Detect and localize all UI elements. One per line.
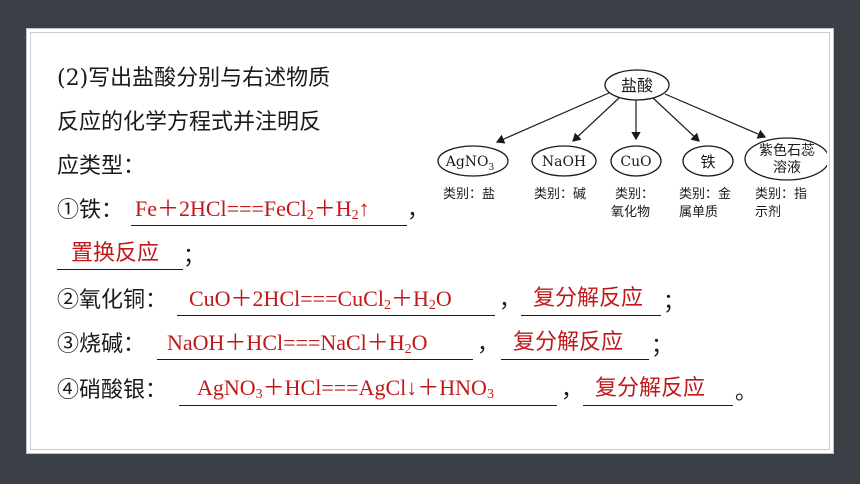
agno3-type-blank — [583, 405, 733, 406]
iron-type-blank — [57, 269, 183, 270]
naoh-type-blank — [501, 359, 649, 360]
agno3-equation: AgNO3＋HCl===AgCl↓＋HNO3 — [197, 375, 494, 402]
cuo-equation-blank — [177, 315, 495, 316]
node-iron — [682, 145, 734, 177]
iron-equation-blank — [131, 225, 407, 226]
category-cuo-line2: 氧化物 — [611, 205, 650, 220]
category-cuo-line1: 类别： — [615, 187, 654, 202]
iron-prefix: ①铁： — [57, 198, 124, 223]
arrow-to-iron — [652, 97, 700, 142]
category-iron-line2: 属单质 — [679, 205, 718, 220]
category-agno3: 类别：盐 — [443, 187, 495, 202]
cuo-end: ； — [663, 290, 686, 315]
cuo-equation: CuO＋2HCl===CuCl2＋H2O — [189, 286, 452, 313]
agno3-equation-blank — [179, 405, 557, 406]
iron-comma: ， — [407, 198, 430, 223]
agno3-end: 。 — [735, 380, 758, 405]
agno3-comma: ， — [561, 378, 584, 403]
cuo-type-blank — [521, 315, 661, 316]
category-litmus-line2: 示剂 — [755, 205, 781, 220]
node-agno3 — [437, 145, 509, 177]
agno3-prefix: ④硝酸银： — [57, 378, 168, 403]
center-node-label: 盐酸 — [621, 76, 653, 95]
category-naoh: 类别：碱 — [534, 187, 586, 202]
cuo-reaction-type: 复分解反应 — [533, 285, 644, 310]
center-node-ellipse — [604, 69, 670, 101]
node-naoh-label: NaOH — [542, 154, 586, 170]
category-iron-line1: 类别：金 — [679, 186, 731, 202]
node-cuo-label: CuO — [620, 154, 651, 170]
slide: (2)写出盐酸分别与右述物质 反应的化学方程式并注明反 应类型： 盐酸 AgNO… — [26, 28, 834, 454]
arrow-to-naoh — [572, 97, 620, 142]
question-line-2: 反应的化学方程式并注明反 — [57, 110, 322, 135]
naoh-reaction-type: 复分解反应 — [513, 329, 624, 354]
category-litmus-line1: 类别：指 — [755, 187, 807, 202]
node-litmus-label-line1: 紫色石蕊 — [759, 142, 815, 159]
question-line-3: 应类型： — [57, 154, 146, 179]
arrow-to-agno3 — [495, 92, 610, 144]
iron-end: ； — [183, 244, 206, 269]
naoh-equation: NaOH＋HCl===NaCl＋H2O — [167, 330, 428, 357]
node-iron-label: 铁 — [700, 153, 715, 171]
iron-reaction-type: 置换反应 — [71, 240, 160, 265]
reaction-diagram: 盐酸 AgNO3 NaOH CuO 铁 紫色石蕊 溶液 类别：盐 类别：碱 类别… — [437, 69, 827, 220]
cuo-comma: ， — [499, 288, 522, 313]
naoh-prefix: ③烧碱： — [57, 332, 146, 357]
cuo-prefix: ②氧化铜： — [57, 288, 168, 313]
node-agno3-label: AgNO3 — [445, 154, 495, 173]
node-litmus — [744, 137, 827, 181]
agno3-reaction-type: 复分解反应 — [595, 375, 706, 400]
iron-equation: Fe＋2HCl===FeCl2＋H2↑ — [135, 196, 370, 223]
node-cuo — [610, 145, 662, 177]
arrow-to-litmus — [664, 93, 767, 139]
node-litmus-label-line2: 溶液 — [773, 160, 801, 176]
question-line-1: (2)写出盐酸分别与右述物质 — [57, 66, 331, 91]
naoh-equation-blank — [157, 359, 473, 360]
node-naoh — [531, 145, 597, 177]
naoh-end: ； — [651, 334, 674, 359]
naoh-comma: ， — [477, 332, 500, 357]
